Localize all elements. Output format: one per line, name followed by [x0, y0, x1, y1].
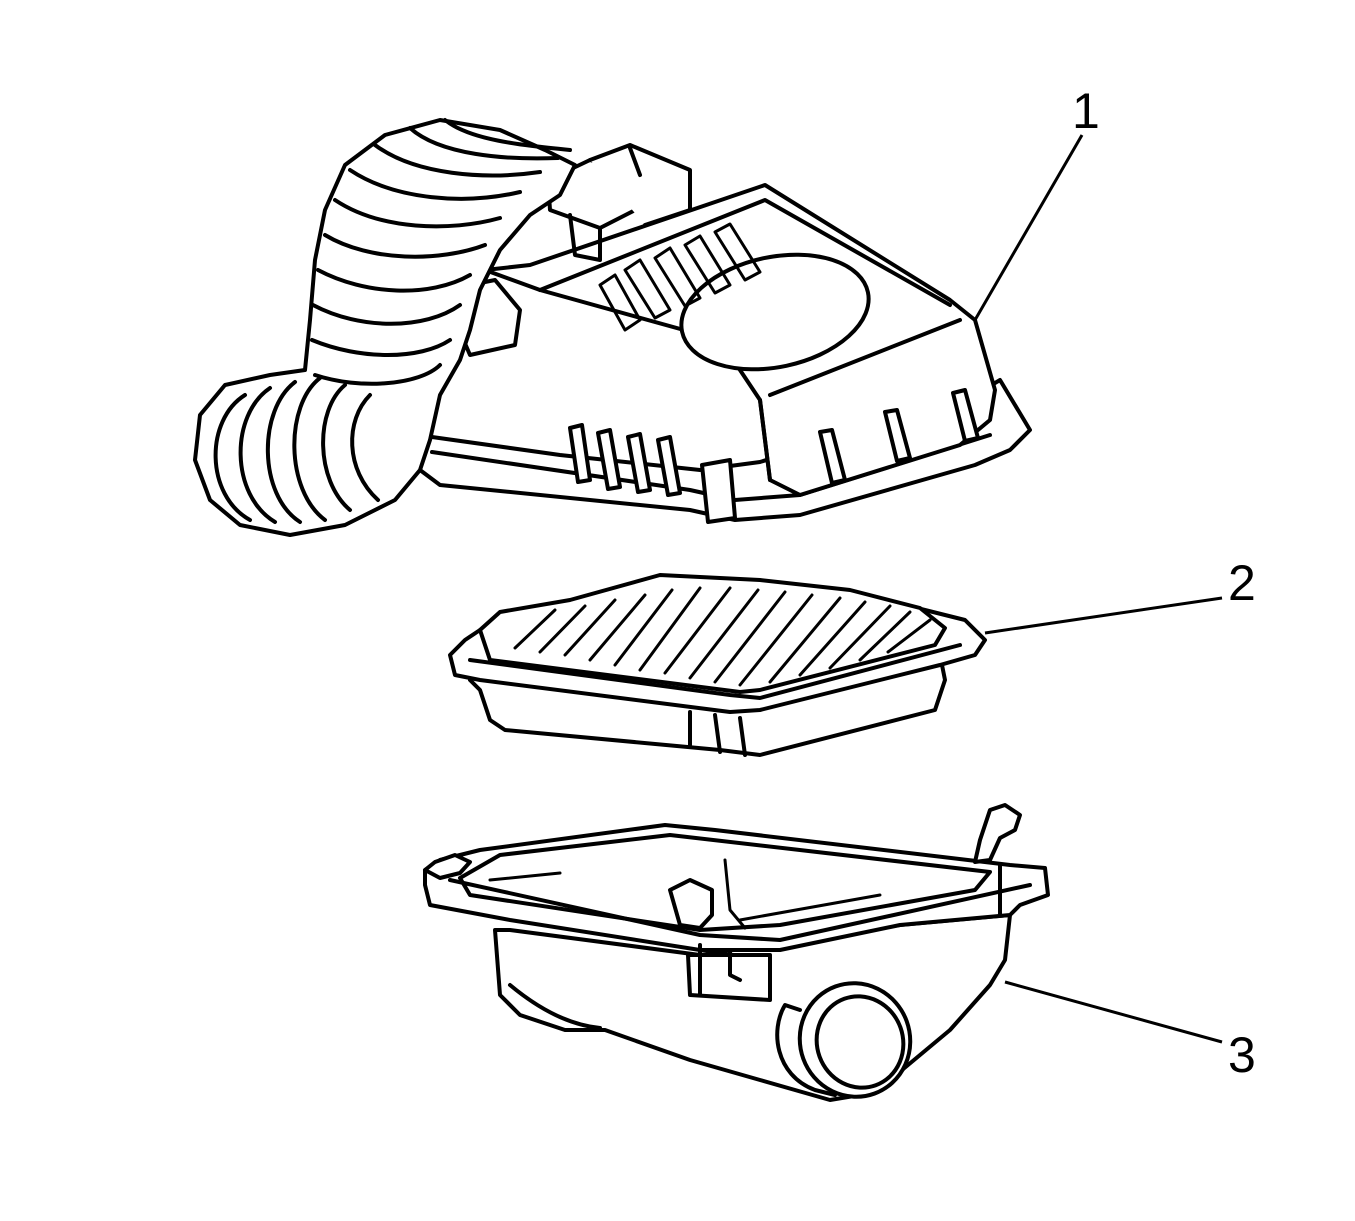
intake-duct [193, 118, 577, 537]
callout-label-1: 1 [1072, 83, 1100, 139]
callout-label-2: 2 [1228, 555, 1256, 611]
leader-line-3 [1004, 980, 1223, 1044]
callout-1: 1 [973, 83, 1100, 321]
air-cleaner-upper-housing [408, 143, 1032, 524]
air-cleaner-lower-housing [423, 803, 1050, 1102]
leader-line-1 [973, 134, 1084, 321]
air-filter-element [448, 573, 987, 757]
callout-label-3: 3 [1228, 1027, 1256, 1083]
callout-2: 2 [984, 555, 1256, 635]
callout-3: 3 [1004, 980, 1256, 1083]
leader-line-2 [984, 596, 1223, 635]
